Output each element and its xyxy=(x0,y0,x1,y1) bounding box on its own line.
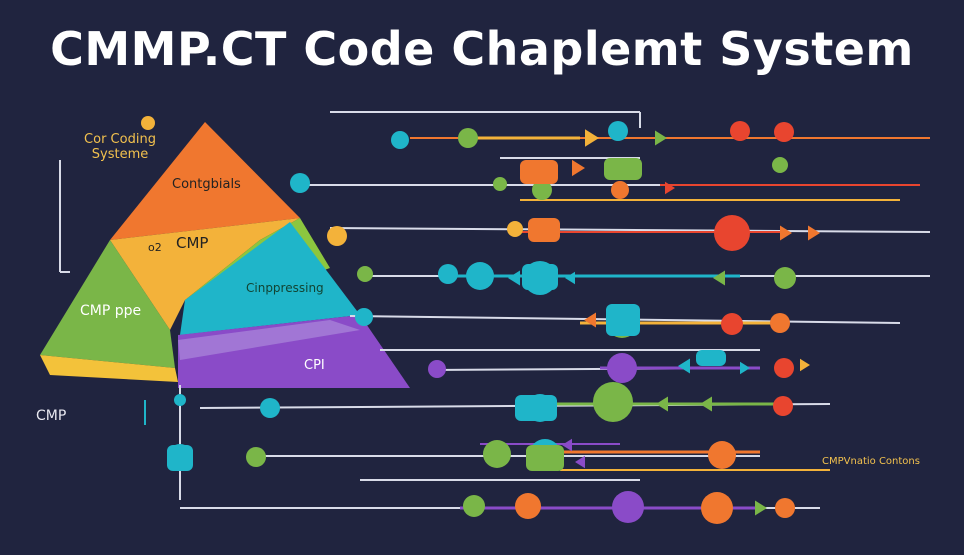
pyramid-label-mid-small: o2 xyxy=(148,241,162,254)
arrowhead xyxy=(808,225,820,241)
pyramid-right-teal xyxy=(180,222,360,335)
nodes xyxy=(141,116,796,524)
pyramid-label-right: Cinppressing xyxy=(246,281,324,295)
flow-node xyxy=(428,360,446,378)
pyramid-label-mid: CMP xyxy=(176,234,209,252)
flow-node xyxy=(290,173,310,193)
flow-node xyxy=(532,180,552,200)
flow-node-box xyxy=(528,218,560,242)
system-label: Cor Coding Systeme xyxy=(84,132,156,162)
flow-node xyxy=(463,495,485,517)
arrowhead xyxy=(585,129,599,147)
flow-node-box xyxy=(522,264,558,290)
flow-node xyxy=(483,440,511,468)
flow-node xyxy=(721,313,743,335)
flow-node xyxy=(391,131,409,149)
flow-node xyxy=(593,382,633,422)
arrowheads xyxy=(508,129,820,516)
flow-node xyxy=(774,122,794,142)
flow-node xyxy=(327,226,347,246)
flow-node xyxy=(607,353,637,383)
arrowhead xyxy=(678,358,690,374)
arrowhead xyxy=(562,438,572,452)
flow-node xyxy=(612,491,644,523)
flow-node xyxy=(773,396,793,416)
flow-node xyxy=(141,116,155,130)
arrowhead xyxy=(700,396,712,412)
flow-node xyxy=(260,398,280,418)
pyramid-left-green xyxy=(40,240,175,368)
arrowhead xyxy=(713,270,725,286)
arrowhead xyxy=(508,270,520,286)
flow-node xyxy=(611,181,629,199)
arrowhead xyxy=(755,500,767,516)
arrowhead xyxy=(780,225,792,241)
left-label: CMP xyxy=(36,408,67,424)
pyramid-light-band xyxy=(178,320,360,360)
arrowhead xyxy=(740,361,750,375)
flow-node xyxy=(708,441,736,469)
flow-node-box xyxy=(606,304,640,336)
flow-node xyxy=(507,221,523,237)
pyramid-bottom-yellow xyxy=(40,355,178,382)
flow-node xyxy=(246,447,266,467)
flow-node-box xyxy=(520,160,558,184)
flow-node-box xyxy=(515,395,557,421)
flow-node xyxy=(608,121,628,141)
connector-line xyxy=(329,227,931,233)
arrowhead xyxy=(565,271,575,285)
flow-node xyxy=(701,492,733,524)
flow-node xyxy=(730,121,750,141)
flow-node xyxy=(772,157,788,173)
flow-node xyxy=(774,358,794,378)
flow-node xyxy=(458,128,478,148)
flow-node xyxy=(466,262,494,290)
flow-node-box xyxy=(167,445,193,471)
flow-node xyxy=(493,177,507,191)
pyramid-label-top: Contgbials xyxy=(172,177,241,192)
flow-node-box xyxy=(604,158,642,180)
arrowhead xyxy=(656,396,668,412)
flow-node-box xyxy=(526,445,564,471)
flow-node xyxy=(714,215,750,251)
arrowhead xyxy=(584,312,596,328)
flow-node xyxy=(770,313,790,333)
pyramid-top-orange xyxy=(110,122,300,240)
pyramid-label-bottom: CPI xyxy=(304,358,325,373)
arrowhead xyxy=(655,130,667,146)
flow-node xyxy=(515,493,541,519)
arrowhead xyxy=(800,358,810,372)
flow-node xyxy=(357,266,373,282)
arrowhead xyxy=(572,159,585,177)
bottom-right-label: CMPVnatio Contons xyxy=(822,456,920,467)
flow-node xyxy=(775,498,795,518)
flow-node xyxy=(774,267,796,289)
flow-node xyxy=(174,394,186,406)
page-title: CMMP.CT Code Chaplemt System xyxy=(50,22,914,76)
arrowhead xyxy=(575,455,585,469)
flow-node-box xyxy=(696,350,726,366)
arrowhead xyxy=(665,181,675,195)
pyramid xyxy=(40,122,410,388)
pyramid-label-bottom-left: CMP ppe xyxy=(80,303,142,319)
flow-node xyxy=(438,264,458,284)
flow-node xyxy=(355,308,373,326)
